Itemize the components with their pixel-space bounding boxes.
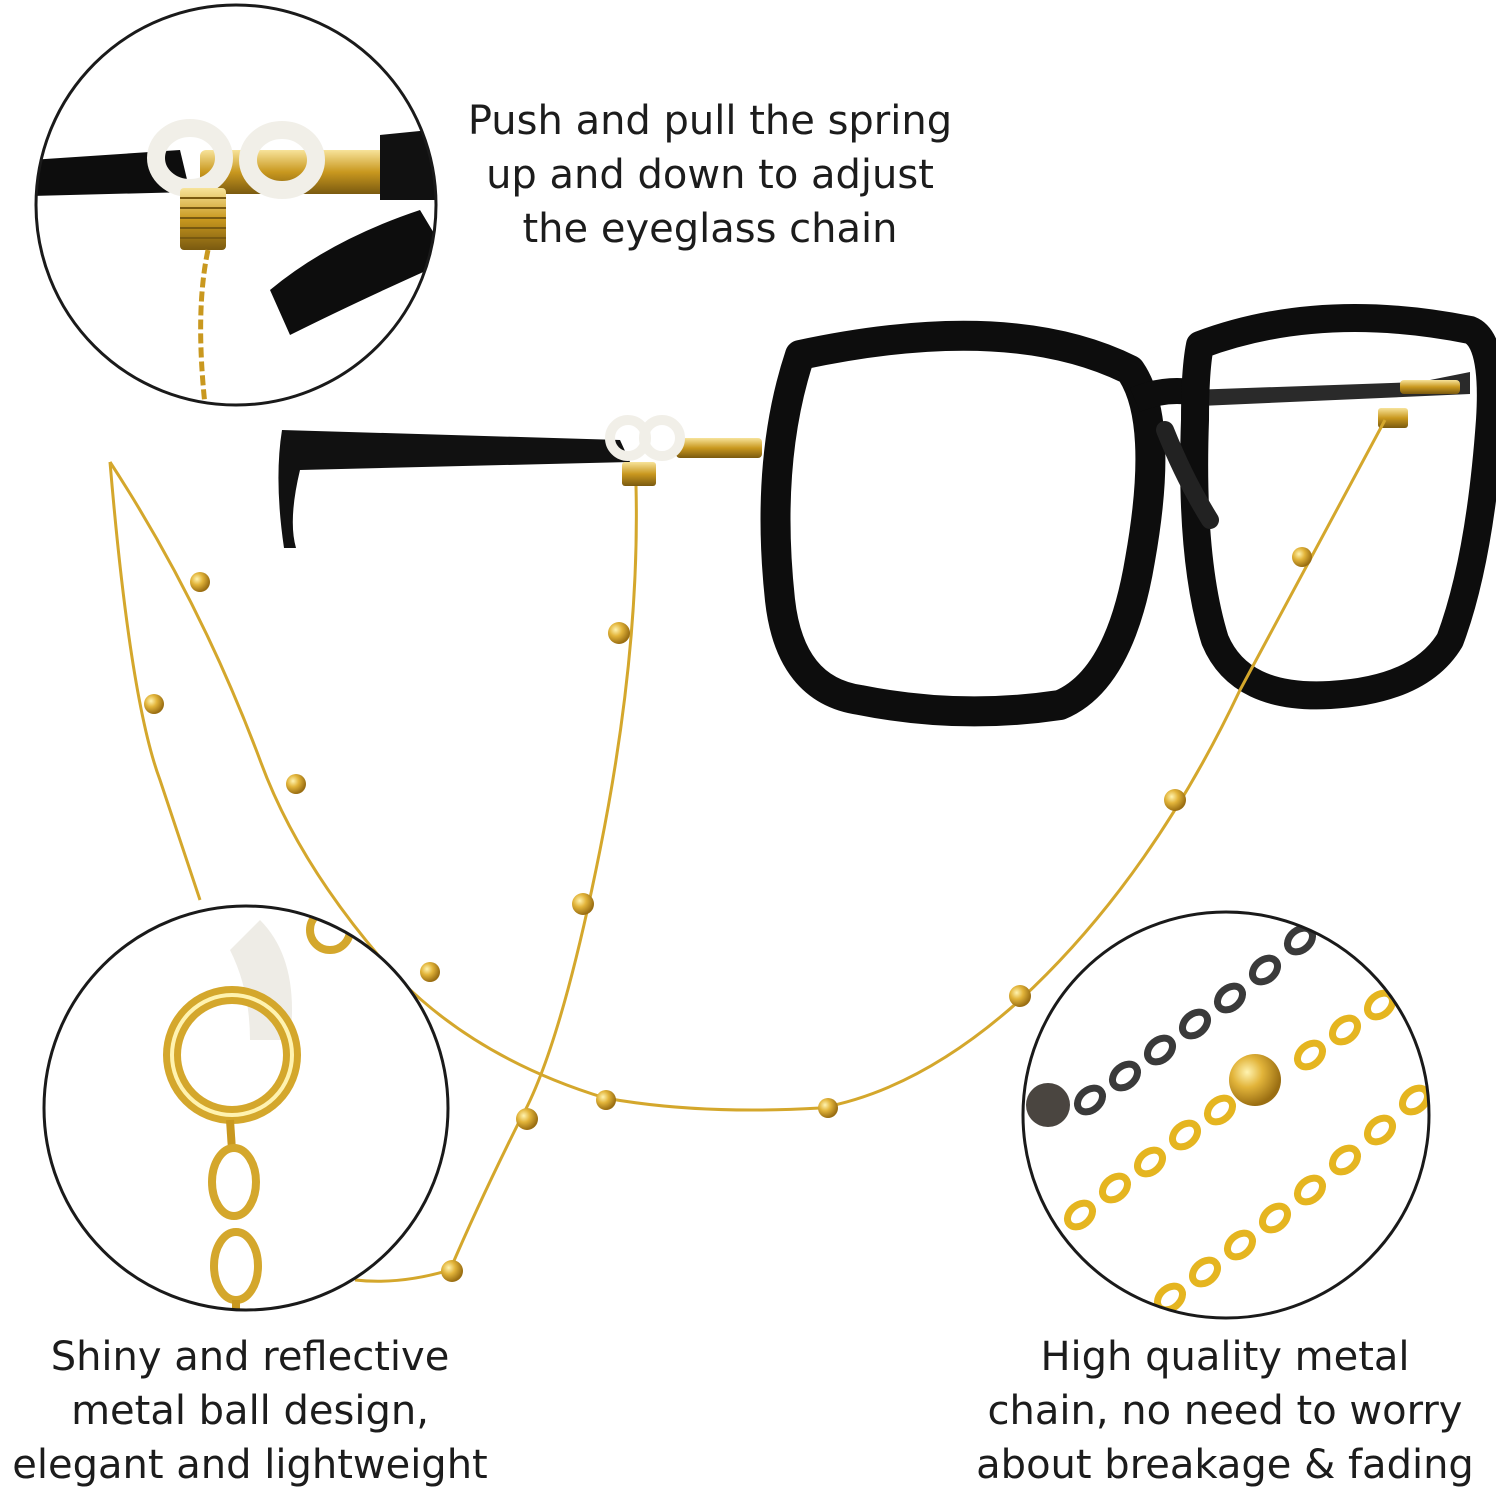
caption-line: chain, no need to worry — [987, 1388, 1463, 1434]
zoom-circle-clasp — [42, 904, 450, 1312]
caption-spring-adjust: Push and pull the spring up and down to … — [430, 94, 990, 256]
zoom-circle-spring — [34, 3, 438, 407]
caption-line: the eyeglass chain — [522, 206, 898, 252]
caption-quality-chain: High quality metal chain, no need to wor… — [960, 1330, 1490, 1492]
gold-chain — [108, 419, 1387, 1283]
caption-line: metal ball design, — [71, 1388, 429, 1434]
caption-line: Push and pull the spring — [467, 98, 953, 144]
caption-line: High quality metal — [1040, 1334, 1410, 1380]
caption-ball-design: Shiny and reflective metal ball design, … — [0, 1330, 500, 1492]
caption-line: elegant and lightweight — [12, 1442, 488, 1488]
caption-line: up and down to adjust — [486, 152, 934, 198]
eyeglasses — [278, 304, 1496, 727]
chain-balls — [144, 547, 1312, 1282]
zoom-circle-chains — [1021, 910, 1431, 1320]
caption-line: Shiny and reflective — [50, 1334, 450, 1380]
caption-line: about breakage & fading — [976, 1442, 1474, 1488]
